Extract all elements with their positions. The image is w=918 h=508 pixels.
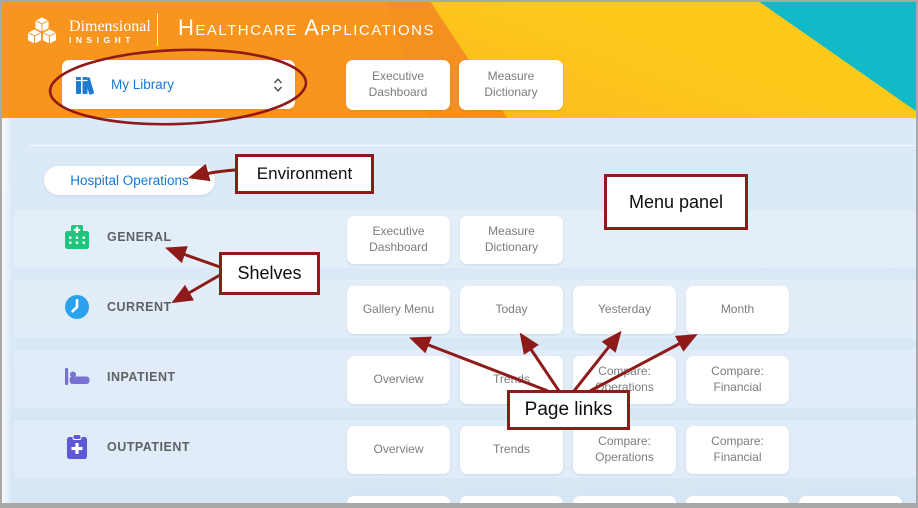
page-button[interactable]: Gallery Menu	[347, 286, 450, 334]
page-button[interactable]: Overview	[347, 356, 450, 404]
page-button-partial[interactable]	[460, 496, 563, 503]
shelf-label-general: GENERAL	[107, 230, 172, 244]
panel-divider	[30, 145, 916, 146]
gallery-panel: Hospital Operations GENERAL	[2, 118, 916, 508]
annotation-menu-panel: Menu panel	[604, 174, 748, 230]
shelf-general: GENERAL	[64, 224, 172, 250]
page-button[interactable]: Compare: Financial	[686, 356, 789, 404]
page-button-partial[interactable]	[686, 496, 789, 503]
shelf-label-current: CURRENT	[107, 300, 172, 314]
brand-name: Dimensional	[69, 17, 151, 35]
cubes-logo-icon	[26, 16, 58, 45]
books-icon	[76, 76, 95, 95]
app-header: Dimensional INSIGHT Healthcare Applicati…	[2, 2, 916, 118]
library-selector-value: My Library	[111, 77, 175, 92]
hospital-icon	[65, 225, 89, 249]
page-title: Healthcare Applications	[178, 15, 435, 40]
brand-subname: INSIGHT	[69, 34, 135, 45]
page-button[interactable]: Measure Dictionary	[460, 216, 563, 264]
environment-link[interactable]: Hospital Operations	[44, 166, 215, 195]
bed-icon	[65, 368, 90, 385]
shelf-label-outpatient: OUTPATIENT	[107, 440, 191, 454]
shelf-outpatient: OUTPATIENT	[64, 434, 190, 460]
library-selector[interactable]: My Library	[62, 60, 295, 109]
page-button[interactable]: Compare: Operations	[573, 426, 676, 474]
annotation-environment: Environment	[235, 154, 374, 194]
header-divider	[157, 13, 158, 46]
brand-logo: Dimensional INSIGHT	[24, 14, 151, 48]
annotation-shelves: Shelves	[219, 252, 320, 295]
shelf-current: CURRENT	[64, 294, 172, 320]
clipboard-icon	[67, 434, 87, 459]
clock-icon	[65, 295, 89, 319]
page-button-partial[interactable]	[347, 496, 450, 503]
up-down-chevron-icon[interactable]	[273, 77, 283, 92]
header-measure-dictionary-button[interactable]: Measure Dictionary	[459, 60, 563, 110]
page-button-partial[interactable]	[799, 496, 902, 503]
next-shelf-icon-partial	[77, 503, 88, 508]
left-edge-strip	[2, 118, 12, 503]
header-executive-dashboard-button[interactable]: Executive Dashboard	[346, 60, 450, 110]
page-button[interactable]: Month	[686, 286, 789, 334]
annotation-page-links: Page links	[507, 390, 630, 430]
page-button[interactable]: Yesterday	[573, 286, 676, 334]
page-button[interactable]: Today	[460, 286, 563, 334]
page-button[interactable]: Trends	[460, 426, 563, 474]
page-button[interactable]: Overview	[347, 426, 450, 474]
page-button[interactable]: Compare: Financial	[686, 426, 789, 474]
page-button-partial[interactable]	[573, 496, 676, 503]
shelf-label-inpatient: INPATIENT	[107, 370, 176, 384]
shelf-inpatient: INPATIENT	[64, 364, 176, 390]
page-button[interactable]: Executive Dashboard	[347, 216, 450, 264]
